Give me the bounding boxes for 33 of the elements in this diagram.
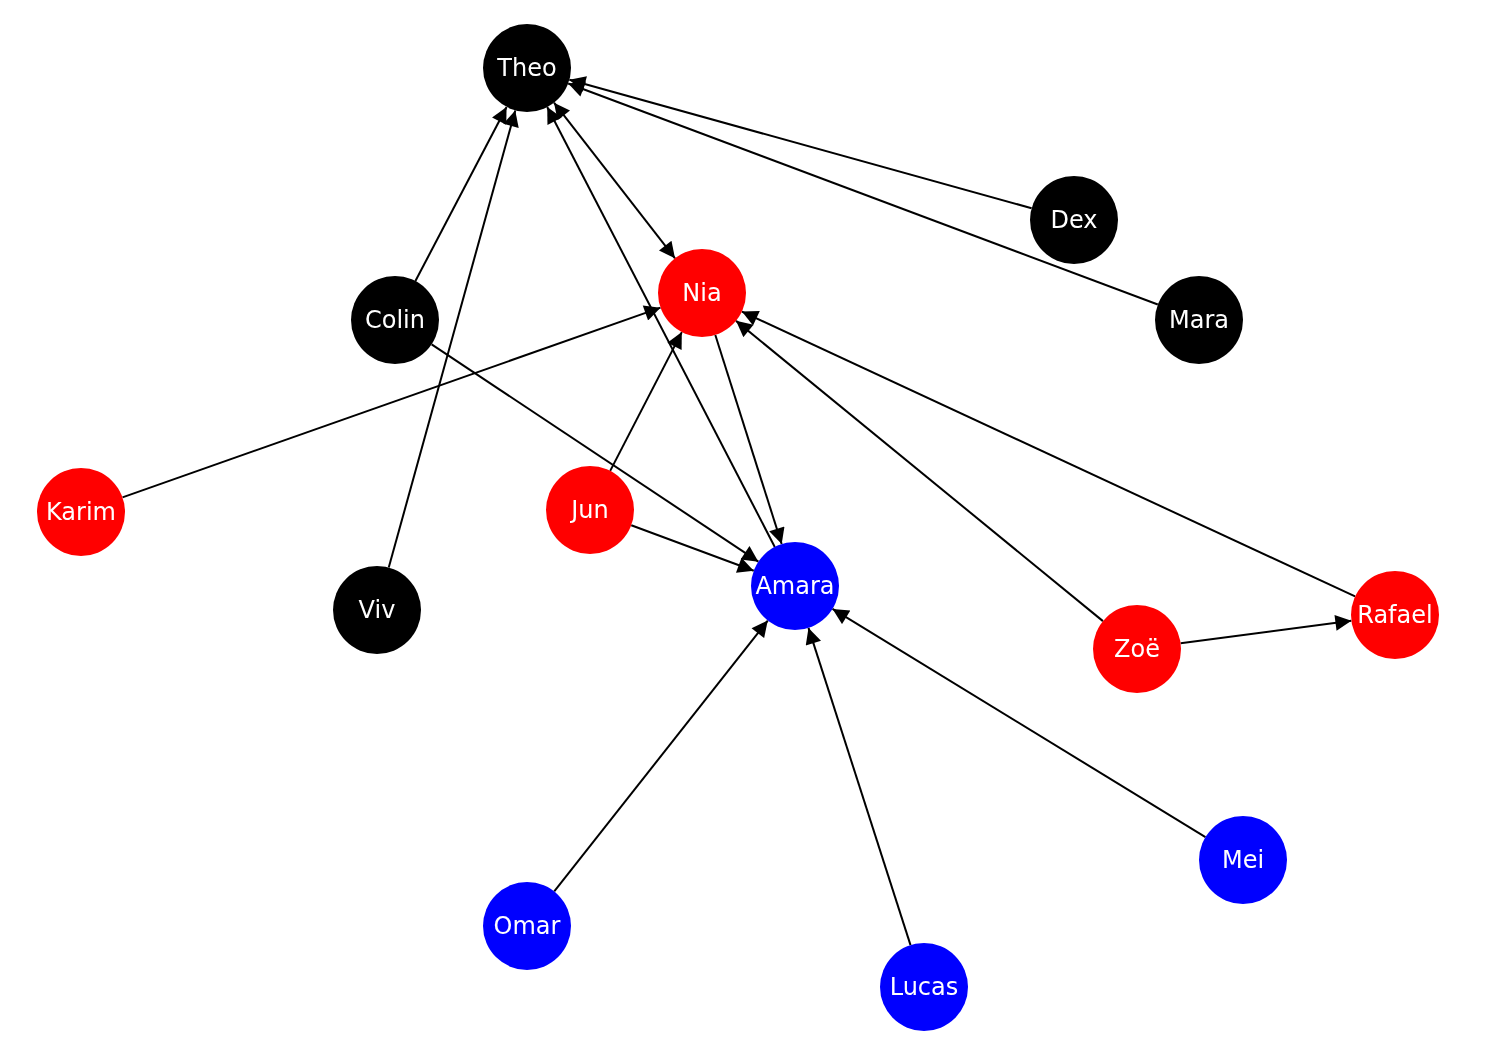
arrow	[553, 619, 769, 893]
arrow	[831, 607, 1207, 839]
arrow	[567, 81, 1159, 306]
node-label: Nia	[682, 281, 722, 305]
node-label: Amara	[755, 574, 835, 598]
node-label: Dex	[1050, 208, 1098, 232]
arrow	[805, 626, 912, 947]
node-label: Mei	[1221, 848, 1265, 872]
arrow	[609, 331, 683, 472]
node-label: Theo	[497, 56, 557, 80]
arrow	[735, 319, 1104, 623]
node-label: Jun	[571, 498, 609, 522]
arrow	[121, 305, 662, 499]
arrow	[430, 343, 760, 563]
node-label: Viv	[358, 598, 396, 622]
arrow	[553, 101, 676, 260]
arrow	[387, 109, 519, 569]
arrow	[740, 310, 1357, 598]
node-label: Mara	[1169, 308, 1229, 332]
arrow	[1179, 614, 1353, 645]
arrow	[714, 333, 785, 546]
person-node	[658, 249, 746, 337]
node-label: Karim	[46, 500, 116, 524]
arrow	[568, 76, 1033, 210]
node-label: Omar	[493, 914, 561, 938]
arrow	[414, 106, 508, 282]
arrow	[546, 106, 776, 548]
node-label: Colin	[365, 308, 425, 332]
node-label: Rafael	[1357, 603, 1433, 627]
arrow	[630, 524, 755, 573]
node-label: Lucas	[889, 975, 959, 999]
node-label: Zoë	[1114, 637, 1160, 661]
person-node	[751, 542, 839, 630]
